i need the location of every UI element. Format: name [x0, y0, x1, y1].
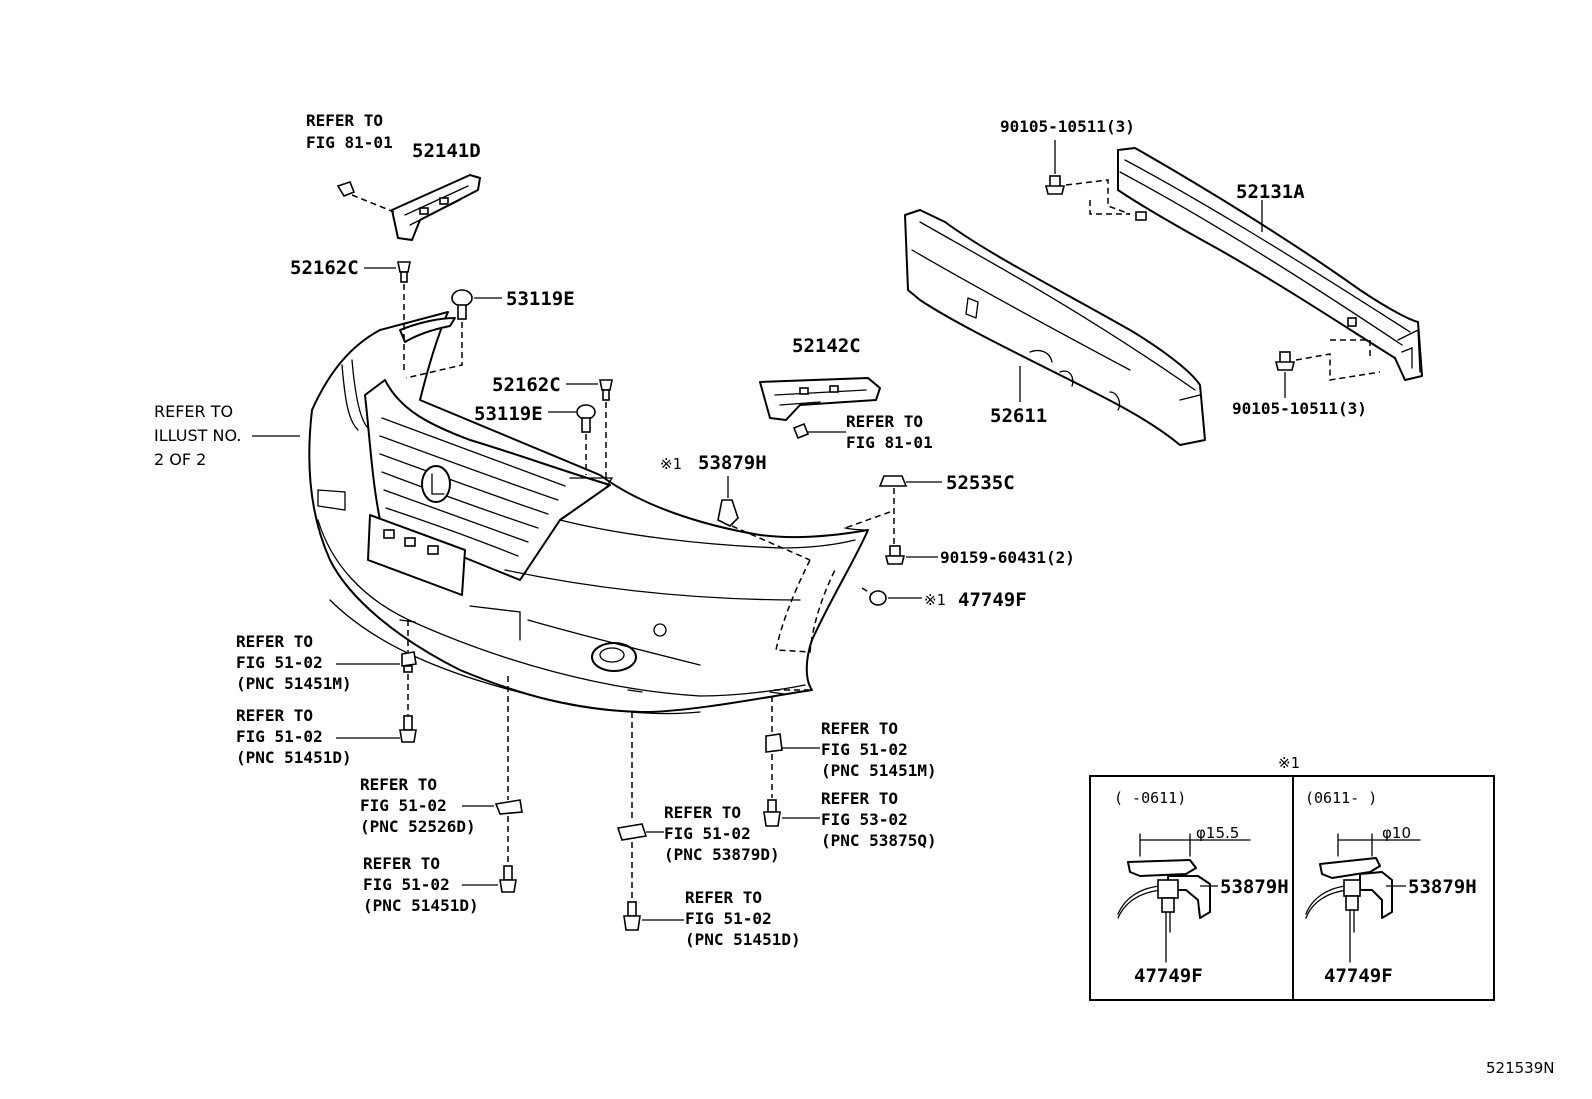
inset-header: ※1	[1278, 754, 1300, 772]
screw-53119E-mid[interactable]	[576, 404, 596, 433]
ref-fig8101-right: REFER TO FIG 81-01	[846, 412, 933, 452]
label-90105-10511-bottom: 90105-10511(3)	[1232, 399, 1367, 418]
energy-absorber-52611[interactable]	[904, 209, 1206, 446]
ref-51451M-right: REFER TO FIG 51-02 (PNC 51451M)	[821, 719, 937, 780]
label-47749F: 47749F	[958, 589, 1027, 611]
ref-53875Q: REFER TO FIG 53-02 (PNC 53875Q)	[821, 789, 937, 850]
label-90105-10511-top: 90105-10511(3)	[1000, 117, 1135, 136]
label-52535C: 52535C	[946, 472, 1015, 494]
inset-left-range: ( -0611)	[1114, 789, 1186, 807]
fastener-51451D-left[interactable]	[399, 715, 417, 743]
bolt-fig8101-left[interactable]	[336, 181, 356, 197]
label-53119E-mid: 53119E	[474, 403, 543, 425]
inset-detail: ※1 ( -0611) (0611- ) φ15.5 53879H 47749F	[1089, 754, 1495, 1001]
ref-fig8101-left: REFER TO FIG 81-01	[306, 111, 393, 152]
screw-53119E-top[interactable]	[451, 289, 473, 320]
fastener-51451M-left[interactable]	[401, 651, 417, 673]
inset-right-clip-label: 53879H	[1408, 876, 1477, 898]
label-52162C-mid: 52162C	[492, 374, 561, 396]
inset-right-pin-label: 47749F	[1324, 965, 1393, 987]
label-52142C: 52142C	[792, 335, 861, 357]
inset-left-clip-label: 53879H	[1220, 876, 1289, 898]
ref-51451D-lower: REFER TO FIG 51-02 (PNC 51451D)	[363, 854, 479, 915]
inset-right-dim: φ10	[1382, 824, 1411, 842]
label-52131A: 52131A	[1236, 181, 1305, 203]
bracket-52141D[interactable]	[391, 174, 481, 241]
inset-right-clip	[1305, 833, 1421, 963]
fastener-53875Q[interactable]	[763, 799, 781, 827]
fastener-52526D[interactable]	[494, 799, 523, 815]
ref-illust-2of2: REFER TO ILLUST NO. 2 OF 2	[154, 402, 247, 469]
ref-51451M-left: REFER TO FIG 51-02 (PNC 51451M)	[236, 632, 352, 693]
bolt-90105-10511-top[interactable]	[1044, 175, 1066, 195]
bolt-fig8101-right[interactable]	[792, 422, 810, 440]
note-mark-53879H: ※1	[660, 455, 682, 473]
clip-53879H[interactable]	[717, 499, 739, 527]
label-53119E-top: 53119E	[506, 288, 575, 310]
fastener-51451D-lower[interactable]	[499, 865, 517, 893]
inset-left-dim: φ15.5	[1196, 824, 1239, 842]
reinforcement-52131A[interactable]	[1117, 147, 1423, 381]
bolt-90159-60431[interactable]	[884, 545, 906, 565]
bumper-upper-tab	[399, 317, 456, 343]
clip-52162C-top[interactable]	[397, 261, 411, 283]
bolt-90105-10511-bottom[interactable]	[1274, 351, 1296, 371]
fastener-51451M-right[interactable]	[765, 733, 783, 753]
pin-47749F[interactable]	[869, 590, 887, 606]
label-90159-60431: 90159-60431(2)	[940, 548, 1075, 567]
ref-51451D-center: REFER TO FIG 51-02 (PNC 51451D)	[685, 888, 801, 949]
inset-left-pin-label: 47749F	[1134, 965, 1203, 987]
inset-right-range: (0611- )	[1305, 789, 1377, 807]
note-mark-47749F: ※1	[924, 591, 946, 609]
clip-52162C-mid[interactable]	[599, 379, 613, 401]
ref-52526D: REFER TO FIG 51-02 (PNC 52526D)	[360, 775, 476, 836]
nut-52535C[interactable]	[878, 475, 908, 487]
bracket-52142C[interactable]	[759, 377, 881, 421]
label-52611: 52611	[990, 405, 1047, 427]
label-52141D: 52141D	[412, 140, 481, 162]
label-52162C-top: 52162C	[290, 257, 359, 279]
ref-53879D: REFER TO FIG 51-02 (PNC 53879D)	[664, 803, 780, 864]
ref-51451D-left: REFER TO FIG 51-02 (PNC 51451D)	[236, 706, 352, 767]
inset-left-clip	[1117, 833, 1251, 963]
fastener-53879D[interactable]	[616, 823, 648, 841]
figure-number: 521539N	[1486, 1059, 1554, 1077]
fastener-51451D-center[interactable]	[623, 901, 641, 931]
front-bumper-cover[interactable]	[308, 311, 869, 715]
label-53879H: 53879H	[698, 452, 767, 474]
